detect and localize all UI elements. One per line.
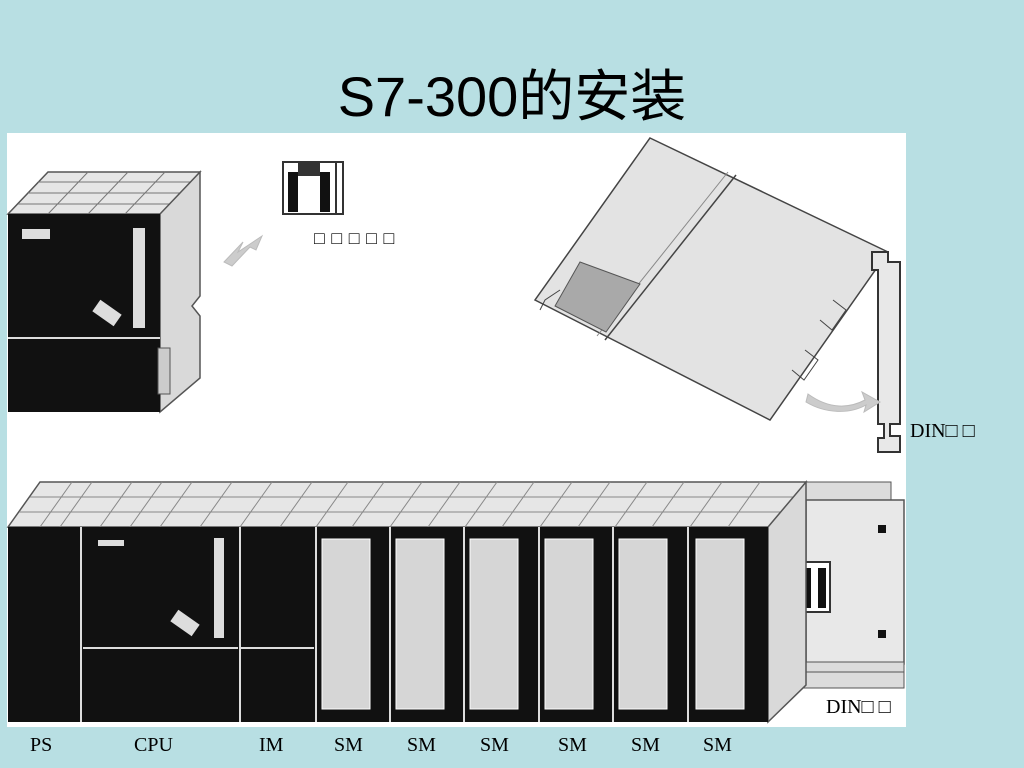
- module-label: SM: [558, 734, 587, 756]
- sm-module-3: [469, 527, 540, 722]
- module-label: SM: [631, 734, 660, 756]
- cpu-module-illustration: [6, 170, 202, 414]
- im-module: [240, 527, 317, 722]
- sm-module-4: [544, 527, 614, 722]
- bus-connector-icon: [282, 161, 344, 215]
- cpu-module: [83, 527, 241, 722]
- sm-module-6: [695, 538, 745, 710]
- module-label: SM: [703, 734, 732, 756]
- bus-connector-label: □ □ □ □ □: [314, 228, 396, 248]
- mount-arrow-icon: [805, 390, 881, 414]
- insert-arrow-icon: [223, 234, 264, 267]
- sm-module-1: [321, 527, 391, 722]
- din-rail-bottom-label: DIN□ □: [826, 696, 891, 718]
- module-label: IM: [259, 734, 284, 756]
- module-label: PS: [30, 734, 53, 756]
- sm-module-5: [618, 527, 689, 722]
- din-rail-top-icon: [871, 251, 901, 453]
- module-label: SM: [480, 734, 509, 756]
- tilted-module-illustration: [533, 137, 890, 421]
- rack-assembly: [6, 479, 905, 724]
- module-label: SM: [334, 734, 363, 756]
- page-title: S7-300的安装: [337, 65, 687, 128]
- module-label: SM: [407, 734, 436, 756]
- din-rail-top-label: DIN□ □: [910, 420, 975, 442]
- sm-module-2: [395, 527, 465, 722]
- module-label: CPU: [134, 734, 173, 756]
